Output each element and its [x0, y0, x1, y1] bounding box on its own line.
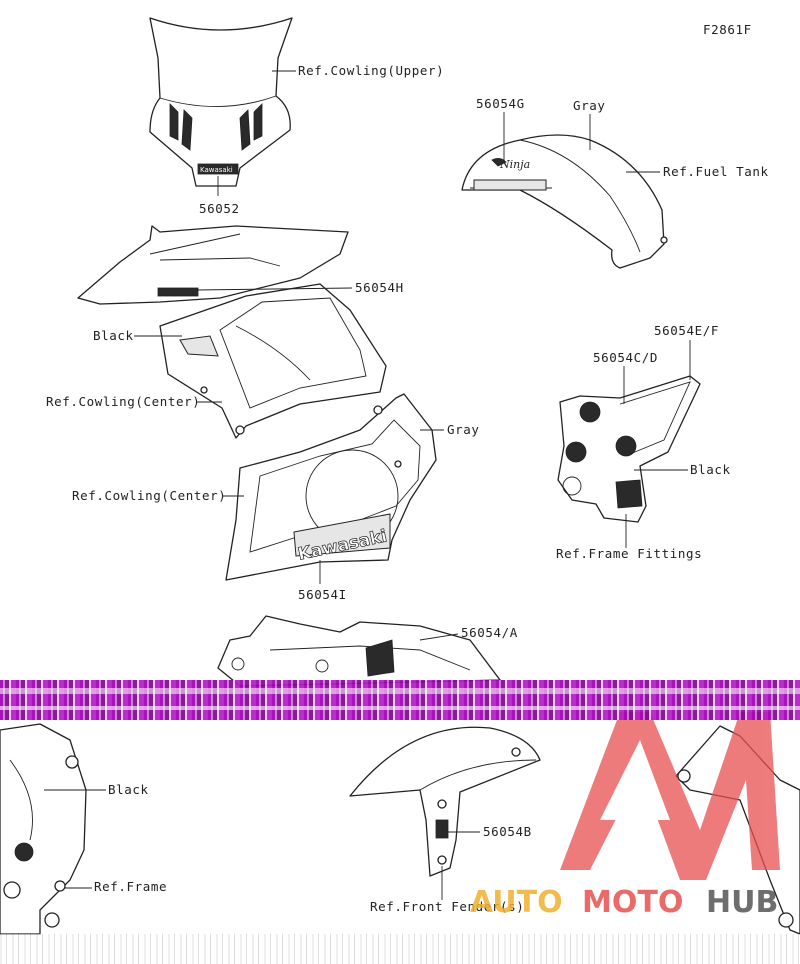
- label-56054h: 56054H: [355, 280, 404, 295]
- label-56054cd: 56054C/D: [593, 350, 658, 365]
- frame-lower-part: [0, 723, 87, 935]
- figure-code: F2861F: [703, 22, 752, 37]
- label-56054g: 56054G: [476, 96, 525, 111]
- upper-kawasaki-decal: [197, 163, 239, 175]
- tank-ninja-text: Ninja: [499, 158, 530, 171]
- label-gray-tank: Gray: [573, 98, 606, 113]
- label-gray-center: Gray: [447, 422, 480, 437]
- label-ref-cowling-upper: Ref.Cowling(Upper): [298, 63, 444, 78]
- scan-glitch-band: [0, 680, 800, 720]
- scan-bottom-noise: [0, 934, 800, 964]
- swingarm-part: [217, 615, 501, 687]
- label-ref-front-fender: Ref.Front Fender(s): [370, 899, 524, 914]
- label-56054i: 56054I: [298, 587, 347, 602]
- center-cowling-upper-part: [77, 225, 387, 439]
- upper-cowling-part: Kawasaki: [149, 17, 293, 187]
- center-cowling-lower-part: Kawasaki: [225, 393, 437, 581]
- upper-kawasaki-text: Kawasaki: [200, 166, 233, 174]
- label-black-frame: Black: [690, 462, 731, 477]
- label-56054b: 56054B: [483, 824, 532, 839]
- label-56052: 56052: [199, 201, 240, 216]
- label-56054ef: 56054E/F: [654, 323, 719, 338]
- label-ref-frame: Ref.Frame: [94, 879, 167, 894]
- scan-glitch-line-1: [0, 688, 800, 694]
- front-fender-part: [349, 726, 541, 877]
- frame-fittings-part: [557, 375, 701, 523]
- label-ref-fuel-tank: Ref.Fuel Tank: [663, 164, 769, 179]
- label-ref-frame-fittings: Ref.Frame Fittings: [556, 546, 702, 561]
- label-56054a: 56054/A: [461, 625, 518, 640]
- fuel-tank-part: Ninja: [461, 134, 668, 269]
- scan-glitch-line-2: [0, 706, 800, 710]
- watermark-auto: AUTO: [470, 885, 563, 920]
- label-black-frame-lower: Black: [108, 782, 149, 797]
- watermark-hub: HUB: [706, 885, 778, 920]
- label-black-center: Black: [93, 328, 134, 343]
- watermark-logo: [560, 712, 780, 880]
- label-ref-cowling-center-1: Ref.Cowling(Center): [46, 394, 200, 409]
- watermark-moto: MOTO: [582, 885, 683, 920]
- label-ref-cowling-center-2: Ref.Cowling(Center): [72, 488, 226, 503]
